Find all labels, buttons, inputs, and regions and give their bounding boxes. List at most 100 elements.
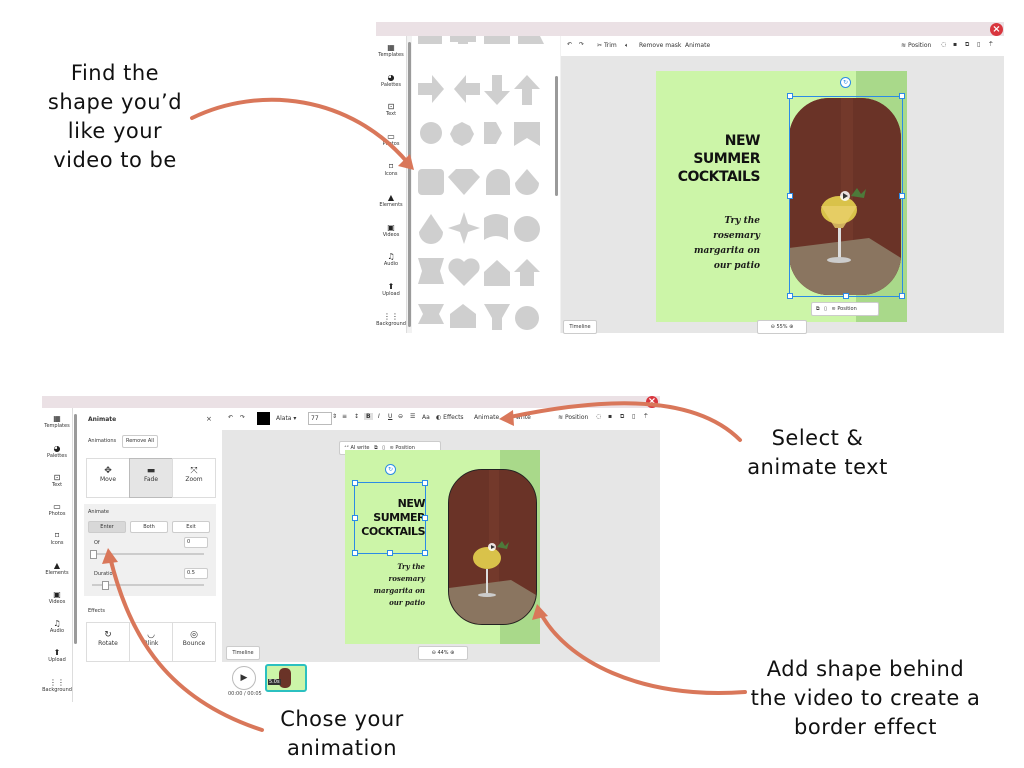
- sidebar-item-videos[interactable]: ▣Videos: [42, 590, 72, 605]
- size-stepper-icon[interactable]: ⇕: [332, 413, 338, 420]
- effect-blink[interactable]: ◡Blink: [129, 622, 173, 662]
- resize-handle[interactable]: [787, 193, 793, 199]
- both-button[interactable]: Both: [130, 521, 168, 533]
- resize-handle[interactable]: [899, 193, 905, 199]
- resize-handle[interactable]: [352, 515, 358, 521]
- arrow-left-shape[interactable]: [454, 75, 480, 103]
- rotate-handle-icon[interactable]: ↻: [385, 464, 396, 475]
- sidebar-item-photos[interactable]: ▭Photos: [376, 132, 406, 147]
- duration-input[interactable]: 0.5: [184, 568, 208, 579]
- house-arrow-shape[interactable]: [514, 259, 540, 286]
- bottom-rail-scrollbar[interactable]: [74, 414, 77, 644]
- bottom-close-icon[interactable]: ×: [646, 396, 658, 408]
- font-size-input[interactable]: 77: [308, 412, 332, 425]
- sidebar-item-icons[interactable]: ⌑Icons: [42, 531, 72, 546]
- square-shape[interactable]: [418, 169, 444, 195]
- position-button[interactable]: ≋ Position: [831, 306, 857, 312]
- top-rail-scrollbar[interactable]: [408, 42, 411, 327]
- pentagon-shape[interactable]: [484, 122, 502, 144]
- sidebar-item-elements[interactable]: ▲Elements: [376, 193, 406, 208]
- arch-shape[interactable]: [486, 169, 510, 195]
- animate-button[interactable]: Animate: [685, 42, 711, 49]
- shape-tile[interactable]: [484, 304, 510, 330]
- bookmark-shape[interactable]: [514, 122, 540, 146]
- zoom-out-icon[interactable]: ⊖: [431, 650, 438, 656]
- sidebar-item-photos[interactable]: ▭Photos: [42, 502, 72, 517]
- duplicate-icon[interactable]: ⧉: [620, 413, 625, 420]
- zoom-out-icon[interactable]: ⊖: [770, 324, 777, 330]
- shapes-scrollbar[interactable]: [555, 76, 558, 196]
- arrow-right-shape[interactable]: [418, 75, 444, 103]
- sidebar-item-background[interactable]: ⋮⋮Background: [376, 312, 406, 327]
- sidebar-item-text[interactable]: ⊡Text: [376, 102, 406, 117]
- effect-rotate[interactable]: ↻Rotate: [86, 622, 130, 662]
- duration-slider-thumb[interactable]: [102, 581, 109, 590]
- shape-tile[interactable]: [518, 36, 544, 44]
- remove-mask-button[interactable]: Remove mask: [639, 42, 682, 49]
- ai-write-button[interactable]: ⁺ˣ AI write: [344, 445, 370, 451]
- anim-type-move[interactable]: ✥Move: [86, 458, 130, 498]
- format-painter-icon[interactable]: ⍑: [644, 413, 648, 420]
- sidebar-item-background[interactable]: ⋮⋮Background: [42, 678, 72, 693]
- underline-icon[interactable]: U: [388, 413, 393, 420]
- cocktail-video[interactable]: [789, 98, 901, 295]
- undo-icon[interactable]: ↶: [228, 414, 234, 421]
- animate-button[interactable]: Animate: [474, 414, 500, 421]
- sidebar-item-palettes[interactable]: ◕Palettes: [376, 73, 406, 88]
- resize-handle[interactable]: [422, 480, 428, 486]
- resize-handle[interactable]: [352, 550, 358, 556]
- resize-handle[interactable]: [899, 293, 905, 299]
- undo-icon[interactable]: ↶: [567, 41, 573, 48]
- close-panel-icon[interactable]: ×: [206, 415, 212, 423]
- position-button[interactable]: ≋ Position: [901, 42, 932, 49]
- top-design[interactable]: NEW SUMMER COCKTAILS Try the rosemary ma…: [656, 71, 907, 322]
- timeline-clip[interactable]: 5.0s: [265, 664, 307, 692]
- headline-text[interactable]: NEW SUMMER COCKTAILS: [677, 133, 761, 185]
- diamond-shape[interactable]: [448, 169, 480, 195]
- headline-text[interactable]: NEW SUMMER COCKTAILS: [361, 497, 425, 538]
- heart-shape[interactable]: [448, 258, 480, 286]
- cross-shape[interactable]: [450, 122, 474, 146]
- offset-slider-thumb[interactable]: [90, 550, 97, 559]
- shape-tile[interactable]: [418, 36, 442, 44]
- remove-all-button[interactable]: Remove All: [122, 435, 158, 448]
- sidebar-item-icons[interactable]: ⌑Icons: [376, 162, 406, 177]
- shape-tile[interactable]: [484, 36, 510, 44]
- offset-slider[interactable]: [92, 553, 204, 555]
- zoom-in-icon[interactable]: ⊕: [448, 650, 455, 656]
- sidebar-item-audio[interactable]: ♫Audio: [42, 619, 72, 634]
- resize-handle[interactable]: [422, 515, 428, 521]
- lock-icon[interactable]: ▪: [953, 41, 958, 48]
- sidebar-item-upload[interactable]: ⬆Upload: [42, 648, 72, 663]
- sidebar-item-videos[interactable]: ▣Videos: [376, 223, 406, 238]
- trim-button[interactable]: ✂ Trim: [597, 42, 617, 49]
- duplicate-icon[interactable]: ⧉: [965, 41, 970, 48]
- resize-handle[interactable]: [787, 293, 793, 299]
- blob-shape[interactable]: [514, 216, 540, 242]
- shape-tile[interactable]: [450, 36, 476, 44]
- redo-icon[interactable]: ↷: [240, 414, 246, 421]
- resize-handle[interactable]: [787, 93, 793, 99]
- bold-icon[interactable]: B: [364, 413, 373, 420]
- sidebar-item-text[interactable]: ⊡Text: [42, 473, 72, 488]
- timeline-button[interactable]: Timeline: [226, 646, 260, 660]
- anim-type-fade[interactable]: ▬Fade: [129, 458, 173, 498]
- drop-shape[interactable]: [515, 169, 539, 195]
- sidebar-item-upload[interactable]: ⬆Upload: [376, 282, 406, 297]
- format-painter-icon[interactable]: ⍑: [989, 41, 993, 48]
- redo-icon[interactable]: ↷: [579, 41, 585, 48]
- spacing-icon[interactable]: ↕: [354, 413, 360, 420]
- opacity-icon[interactable]: ◌: [596, 413, 602, 420]
- arrow-up-shape[interactable]: [514, 75, 540, 105]
- sidebar-item-palettes[interactable]: ◕Palettes: [42, 444, 72, 459]
- shape-tile[interactable]: [515, 306, 539, 330]
- resize-handle[interactable]: [422, 550, 428, 556]
- delete-icon[interactable]: ▯: [632, 413, 636, 420]
- bowtie-shape[interactable]: [418, 258, 444, 284]
- volume-icon[interactable]: 🔈︎: [625, 42, 629, 49]
- star-burst-shape[interactable]: [448, 212, 480, 244]
- duplicate-icon[interactable]: ⧉: [816, 306, 820, 312]
- lock-icon[interactable]: ▪: [608, 413, 613, 420]
- anim-type-zoom[interactable]: ⤧Zoom: [172, 458, 216, 498]
- timeline-button[interactable]: Timeline: [563, 320, 597, 334]
